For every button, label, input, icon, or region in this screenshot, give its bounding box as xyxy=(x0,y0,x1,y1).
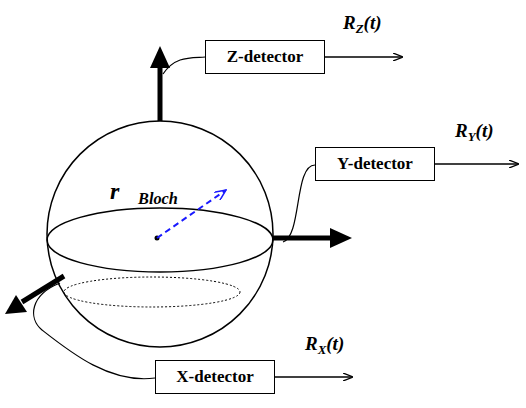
sphere-outline xyxy=(47,121,273,347)
subscript: X xyxy=(318,342,327,357)
x-axis-arrow xyxy=(22,276,64,302)
signal-name-group: RY(t) xyxy=(455,120,494,145)
dotted-orbit xyxy=(64,277,240,307)
detector-box: Z-detector xyxy=(205,40,325,74)
detector-label: X-detector xyxy=(176,367,253,387)
detector-label: Z-detector xyxy=(227,47,303,67)
signal-name-group: RZ(t) xyxy=(343,12,382,37)
signal-name-group: RX(t) xyxy=(305,333,344,358)
signal-name: R xyxy=(305,333,318,354)
z-arrowhead xyxy=(150,46,170,68)
x-arrowhead xyxy=(5,295,27,314)
bloch-vector-label: r⃗ xyxy=(110,178,138,204)
equator xyxy=(47,208,273,272)
z-output-arrow xyxy=(325,56,402,57)
detector-box: Y-detector xyxy=(315,147,435,181)
signal-name: R xyxy=(343,12,356,33)
detector-label: Y-detector xyxy=(337,154,413,174)
x-output-arrow xyxy=(275,376,352,377)
z-axis-arrow xyxy=(158,66,163,121)
signal-name: (t) xyxy=(326,333,344,354)
subscript: Z xyxy=(356,21,364,36)
signal-name: (t) xyxy=(364,12,382,33)
y-axis-arrow xyxy=(273,236,332,241)
y-arrowhead xyxy=(330,228,352,248)
signal-name: R xyxy=(455,120,468,141)
z-wire xyxy=(163,57,205,74)
detector-box: X-detector xyxy=(155,360,275,394)
bloch-vector-label-group: r⃗Bloch xyxy=(110,178,178,209)
y-output-arrow xyxy=(435,163,518,164)
subscript: Bloch xyxy=(138,189,178,208)
x-wire xyxy=(34,283,155,379)
y-wire xyxy=(283,165,315,242)
subscript: Y xyxy=(468,129,476,144)
signal-name: (t) xyxy=(476,120,494,141)
